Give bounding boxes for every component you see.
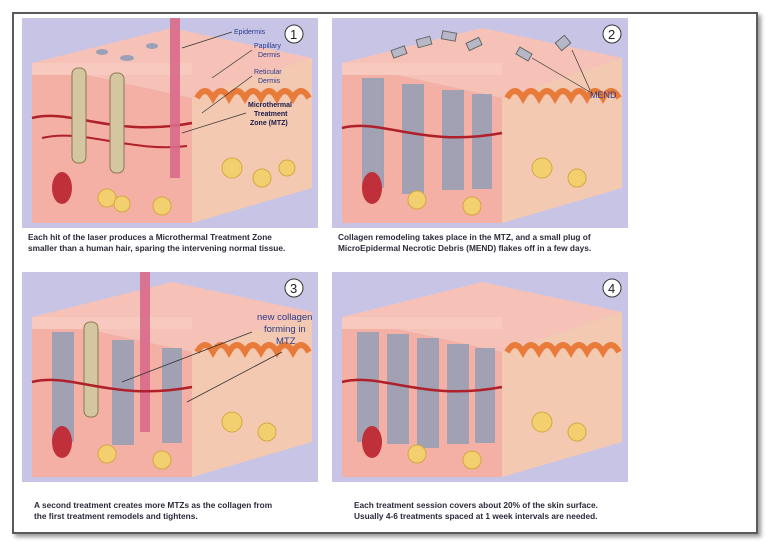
- panel-2: MEND 2: [332, 18, 628, 228]
- label-papillary-1: Papillary: [254, 43, 281, 50]
- panel-1-caption-line-2: smaller than a human hair, sparing the i…: [28, 243, 285, 254]
- label-papillary-2: Dermis: [258, 52, 281, 59]
- panel-3-number: 3: [290, 281, 297, 296]
- panel-4-illustration: 4: [332, 272, 628, 482]
- panel-2-illustration: MEND 2: [332, 18, 628, 228]
- label-new-collagen-3: MTZ: [276, 336, 296, 347]
- panel-1-illustration: 1 Epidermis Papillary Dermis Reticular D…: [22, 18, 318, 228]
- panel-3-illustration: new collagen forming in MTZ 3: [22, 272, 318, 482]
- panel-2-caption-line-1: Collagen remodeling takes place in the M…: [338, 232, 591, 243]
- label-mend: MEND: [590, 90, 617, 100]
- panel-1-number: 1: [290, 27, 297, 42]
- panel-3-caption-line-1: A second treatment creates more MTZs as …: [34, 500, 272, 511]
- figure-frame: 1 Epidermis Papillary Dermis Reticular D…: [12, 12, 758, 534]
- panel-2-caption: Collagen remodeling takes place in the M…: [338, 232, 591, 254]
- panel-2-caption-line-2: MicroEpidermal Necrotic Debris (MEND) fl…: [338, 243, 591, 254]
- panel-2-number: 2: [608, 27, 615, 42]
- panel-4-caption-line-1: Each treatment session covers about 20% …: [354, 500, 598, 511]
- label-new-collagen-1: new collagen: [257, 312, 312, 323]
- label-mtz-2: Treatment: [254, 111, 288, 118]
- panel-1-caption-line-1: Each hit of the laser produces a Microth…: [28, 232, 285, 243]
- label-epidermis: Epidermis: [234, 29, 266, 36]
- panel-4-caption: Each treatment session covers about 20% …: [354, 500, 598, 522]
- panel-4: 4: [332, 272, 628, 482]
- label-mtz-1: Microthermal: [248, 102, 292, 109]
- panel-3-caption: A second treatment creates more MTZs as …: [34, 500, 272, 522]
- panel-4-caption-line-2: Usually 4-6 treatments spaced at 1 week …: [354, 511, 598, 522]
- label-mtz-3: Zone (MTZ): [250, 120, 288, 127]
- panel-4-number: 4: [608, 281, 615, 296]
- label-reticular-2: Dermis: [258, 78, 281, 85]
- label-reticular-1: Reticular: [254, 69, 282, 76]
- panel-1: 1 Epidermis Papillary Dermis Reticular D…: [22, 18, 318, 228]
- panel-1-caption: Each hit of the laser produces a Microth…: [28, 232, 285, 254]
- panel-3-caption-line-2: the first treatment remodels and tighten…: [34, 511, 272, 522]
- label-new-collagen-2: forming in: [264, 324, 306, 335]
- panel-3: new collagen forming in MTZ 3: [22, 272, 318, 482]
